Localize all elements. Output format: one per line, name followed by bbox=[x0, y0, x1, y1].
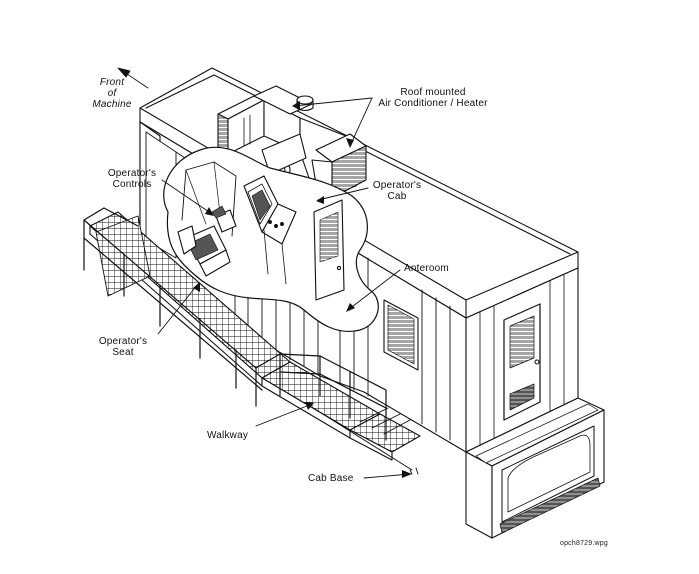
roof-ac-label: Roof mounted Air Conditioner / Heater bbox=[370, 87, 496, 109]
roof-label-line2: Air Conditioner / Heater bbox=[378, 98, 488, 109]
front-label-line1: Front bbox=[99, 77, 125, 88]
leader-lines bbox=[118, 68, 418, 478]
operator-controls-label: Operator's Controls bbox=[100, 168, 164, 190]
roof-ac-unit bbox=[218, 86, 366, 198]
cab-base-label: Cab Base bbox=[308, 473, 354, 484]
file-name-caption: opch8729.wpg bbox=[560, 540, 608, 547]
seat-label-line1: Operator's bbox=[98, 336, 148, 347]
front-label-line2: of bbox=[107, 88, 117, 99]
cab-base bbox=[466, 398, 604, 538]
controls-label-line2: Controls bbox=[112, 179, 152, 190]
roof-label-line1: Roof mounted bbox=[400, 87, 466, 98]
seat-label-line2: Seat bbox=[112, 347, 134, 358]
walkway bbox=[84, 208, 420, 460]
cab-label-line2: Cab bbox=[387, 191, 407, 202]
front-label-line3: Machine bbox=[92, 99, 132, 110]
cab-label-line1: Operator's bbox=[372, 180, 422, 191]
anteroom-label: Anteroom bbox=[404, 263, 449, 274]
operator-seat-drawing bbox=[178, 206, 236, 276]
cab-interior-cutaway bbox=[164, 147, 379, 331]
front-of-machine-label: Front of Machine bbox=[90, 77, 134, 110]
controls-label-line1: Operator's bbox=[107, 168, 157, 179]
leader-arrowheads bbox=[193, 101, 412, 478]
entry-door bbox=[504, 304, 540, 420]
walkway-label: Walkway bbox=[207, 430, 249, 441]
operator-seat-label: Operator's Seat bbox=[92, 336, 154, 358]
operator-cab-label: Operator's Cab bbox=[366, 180, 428, 202]
side-window bbox=[384, 300, 418, 370]
